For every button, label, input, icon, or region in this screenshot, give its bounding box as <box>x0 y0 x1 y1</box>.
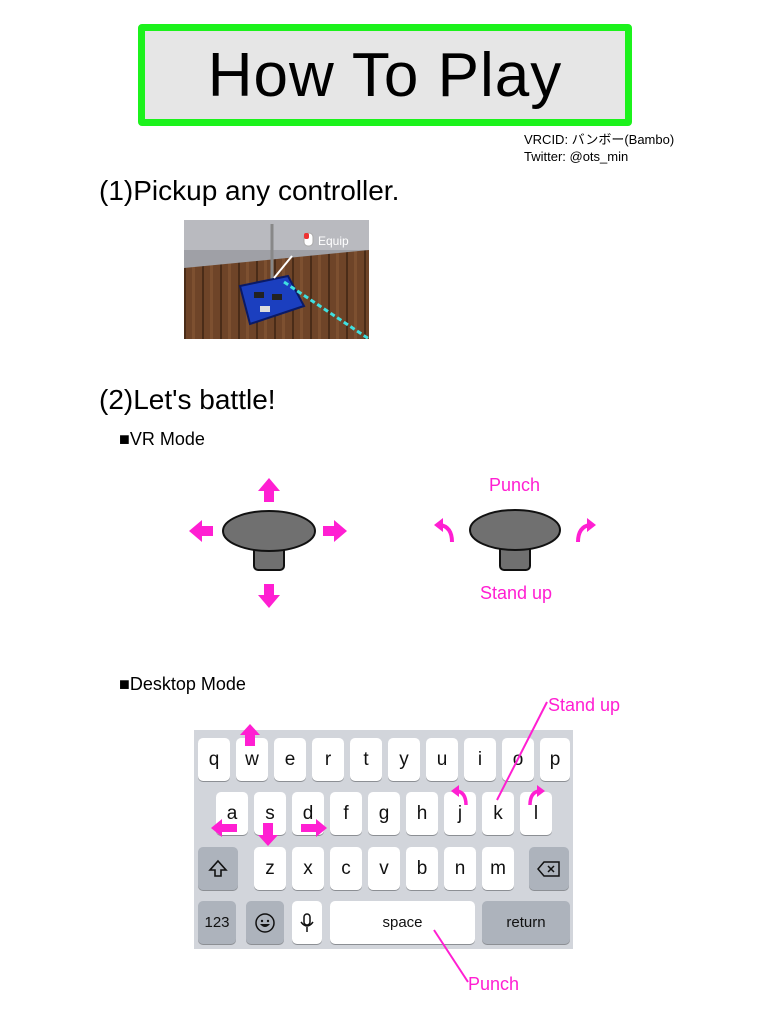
wall-top <box>184 220 369 250</box>
controller-button <box>254 292 264 298</box>
return-key[interactable]: return <box>482 901 570 944</box>
space-key[interactable]: space <box>330 901 475 944</box>
shift-icon <box>208 859 228 877</box>
rotate-left-icon <box>434 518 454 543</box>
laser-pointer <box>283 280 369 339</box>
key-j[interactable]: j <box>444 792 476 835</box>
step2-heading: (2)Let's battle! <box>99 384 276 415</box>
key-e[interactable]: e <box>274 738 306 781</box>
controller-button <box>272 294 282 300</box>
equip-scene: Equip <box>184 220 369 339</box>
key-n[interactable]: n <box>444 847 476 890</box>
key-y[interactable]: y <box>388 738 420 781</box>
keyboard: q w e r t y u i o p a s d f g h j k l z … <box>194 730 573 949</box>
title-banner: How To Play <box>138 24 632 126</box>
key-a[interactable]: a <box>216 792 248 835</box>
arrow-down-icon <box>258 584 280 608</box>
key-o[interactable]: o <box>502 738 534 781</box>
backspace-key[interactable] <box>529 847 569 890</box>
controller-button <box>260 306 270 312</box>
key-w[interactable]: w <box>236 738 268 781</box>
joystick-icon <box>469 509 561 571</box>
numbers-key[interactable]: 123 <box>198 901 236 944</box>
vr-move-stick-diagram <box>189 478 347 608</box>
vrcid-text: VRCID: バンボー(Bambo) <box>524 132 675 147</box>
mic-icon <box>300 912 314 932</box>
equip-screenshot: Equip <box>184 220 369 339</box>
vr-mode-label: ■VR Mode <box>119 429 205 449</box>
key-q[interactable]: q <box>198 738 230 781</box>
desktop-mode-label: ■Desktop Mode <box>119 674 246 694</box>
rotate-right-icon <box>576 518 596 543</box>
key-d[interactable]: d <box>292 792 324 835</box>
page-title: How To Play <box>207 40 563 110</box>
key-s[interactable]: s <box>254 792 286 835</box>
key-m[interactable]: m <box>482 847 514 890</box>
key-f[interactable]: f <box>330 792 362 835</box>
key-b[interactable]: b <box>406 847 438 890</box>
arrow-left-icon <box>189 520 213 542</box>
key-g[interactable]: g <box>368 792 400 835</box>
key-t[interactable]: t <box>350 738 382 781</box>
key-x[interactable]: x <box>292 847 324 890</box>
credits: VRCID: バンボー(Bambo) Twitter: @ots_min <box>524 131 674 165</box>
mouse-button-icon <box>304 233 309 239</box>
key-v[interactable]: v <box>368 847 400 890</box>
desktop-stand-up-label: Stand up <box>548 695 621 715</box>
key-k[interactable]: k <box>482 792 514 835</box>
step1-heading: (1)Pickup any controller. <box>99 175 400 206</box>
vr-action-stick-diagram <box>434 509 596 571</box>
key-c[interactable]: c <box>330 847 362 890</box>
mic-key[interactable] <box>292 901 322 944</box>
arrow-up-icon <box>258 478 280 502</box>
key-z[interactable]: z <box>254 847 286 890</box>
vr-stand-up-label: Stand up <box>480 583 553 603</box>
emoji-key[interactable] <box>246 901 284 944</box>
emoji-icon <box>255 912 275 933</box>
key-h[interactable]: h <box>406 792 438 835</box>
key-i[interactable]: i <box>464 738 496 781</box>
desktop-punch-label: Punch <box>468 974 520 994</box>
vr-punch-label: Punch <box>489 475 541 495</box>
tooltip-line <box>273 255 293 279</box>
key-u[interactable]: u <box>426 738 458 781</box>
key-l[interactable]: l <box>520 792 552 835</box>
backspace-icon <box>537 860 560 877</box>
key-r[interactable]: r <box>312 738 344 781</box>
arrow-right-icon <box>323 520 347 542</box>
equip-label: Equip <box>318 234 349 248</box>
shift-key[interactable] <box>198 847 238 890</box>
twitter-text: Twitter: @ots_min <box>524 149 629 164</box>
joystick-icon <box>222 510 316 571</box>
key-p[interactable]: p <box>540 738 570 781</box>
